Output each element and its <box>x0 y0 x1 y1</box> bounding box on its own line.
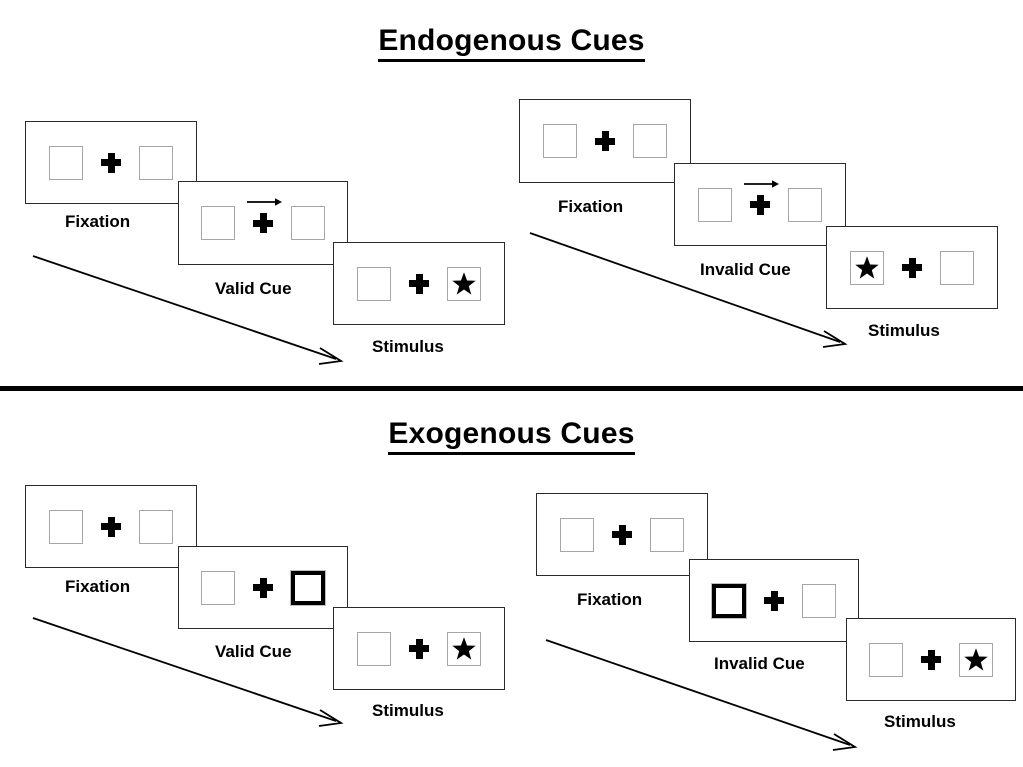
fixation-center <box>252 577 274 599</box>
time-arrow-icon-exogenous-invalid <box>545 639 858 751</box>
stimulus-box-right <box>650 517 684 552</box>
fixation-center <box>100 152 122 174</box>
panel-exogenous-invalid-cue <box>689 559 859 642</box>
fixation-center <box>247 198 282 234</box>
arrow-right-icon <box>247 198 282 206</box>
plus-icon <box>252 212 274 234</box>
section-title-exogenous: Exogenous Cues <box>0 417 1023 455</box>
stimulus-box-left <box>201 206 235 240</box>
stimulus-box-right <box>447 266 481 301</box>
stimulus-box-left <box>49 509 83 544</box>
stimulus-box-right <box>139 509 173 544</box>
stimulus-box-right <box>959 642 993 677</box>
fixation-center <box>408 273 430 295</box>
plus-icon <box>408 638 430 660</box>
stimulus-box-right <box>447 631 481 666</box>
stimulus-box-left-cued <box>711 582 747 619</box>
stimulus-box-right <box>139 145 173 180</box>
stimulus-box-right-cued <box>290 569 326 606</box>
stage-label-exogenous-invalid-fixation: Fixation <box>577 590 643 609</box>
section-title-exogenous-text: Exogenous Cues <box>388 417 635 455</box>
panel-endogenous-valid-cue <box>178 181 348 265</box>
panel-endogenous-valid-fixation <box>25 121 197 204</box>
star-icon <box>452 636 476 660</box>
panel-exogenous-invalid-fixation <box>536 493 708 576</box>
plus-icon <box>594 130 616 152</box>
panel-exogenous-valid-cue <box>178 546 348 629</box>
stage-label-exogenous-valid-stimulus: Stimulus <box>372 701 444 720</box>
stimulus-box-right <box>788 187 822 222</box>
panel-endogenous-valid-stimulus <box>333 242 505 325</box>
stage-label-exogenous-valid-fixation: Fixation <box>65 577 131 596</box>
plus-icon <box>252 577 274 599</box>
stimulus-box-right <box>802 583 836 618</box>
fixation-center <box>744 179 779 216</box>
stage-label-endogenous-invalid-fixation: Fixation <box>558 197 624 216</box>
stimulus-box-left <box>698 187 732 222</box>
panel-endogenous-invalid-stimulus <box>826 226 998 309</box>
stimulus-box-left <box>49 145 83 180</box>
stage-label-endogenous-valid-stimulus: Stimulus <box>372 337 444 356</box>
stimulus-box-left <box>357 266 391 301</box>
fixation-center <box>763 590 785 612</box>
star-icon <box>452 271 476 295</box>
star-icon <box>964 647 988 671</box>
stimulus-box-right <box>633 124 667 158</box>
plus-icon <box>920 649 942 671</box>
stimulus-box-left <box>543 124 577 158</box>
plus-icon <box>901 257 923 279</box>
stimulus-box-left <box>560 517 594 552</box>
fixation-center <box>611 524 633 546</box>
arrow-right-icon <box>744 179 779 188</box>
fixation-center <box>408 638 430 660</box>
panel-endogenous-invalid-cue <box>674 163 846 246</box>
stage-label-exogenous-valid-cue: Valid Cue <box>215 642 292 661</box>
stimulus-box-right <box>291 206 325 240</box>
section-divider <box>0 386 1023 391</box>
stimulus-box-left <box>357 631 391 666</box>
section-title-endogenous: Endogenous Cues <box>0 24 1023 62</box>
star-icon <box>855 255 879 279</box>
panel-exogenous-valid-stimulus <box>333 607 505 690</box>
stage-label-exogenous-invalid-stimulus: Stimulus <box>884 712 956 731</box>
plus-icon <box>100 152 122 174</box>
panel-exogenous-invalid-stimulus <box>846 618 1016 701</box>
plus-icon <box>763 590 785 612</box>
plus-icon <box>100 516 122 538</box>
plus-icon <box>408 273 430 295</box>
fixation-center <box>901 257 923 279</box>
stimulus-box-left <box>869 642 903 677</box>
stage-label-endogenous-invalid-stimulus: Stimulus <box>868 321 940 340</box>
stage-label-endogenous-invalid-cue: Invalid Cue <box>700 260 791 279</box>
plus-icon <box>611 524 633 546</box>
plus-icon <box>749 194 771 216</box>
fixation-center <box>920 649 942 671</box>
stage-label-exogenous-invalid-cue: Invalid Cue <box>714 654 805 673</box>
stage-label-endogenous-valid-fixation: Fixation <box>65 212 131 231</box>
fixation-center <box>100 516 122 538</box>
stimulus-box-left <box>201 570 235 605</box>
stage-label-endogenous-valid-cue: Valid Cue <box>215 279 292 298</box>
panel-exogenous-valid-fixation <box>25 485 197 568</box>
panel-endogenous-invalid-fixation <box>519 99 691 183</box>
stimulus-box-left <box>850 250 884 285</box>
section-title-endogenous-text: Endogenous Cues <box>378 24 645 62</box>
fixation-center <box>594 130 616 152</box>
stimulus-box-right <box>940 250 974 285</box>
